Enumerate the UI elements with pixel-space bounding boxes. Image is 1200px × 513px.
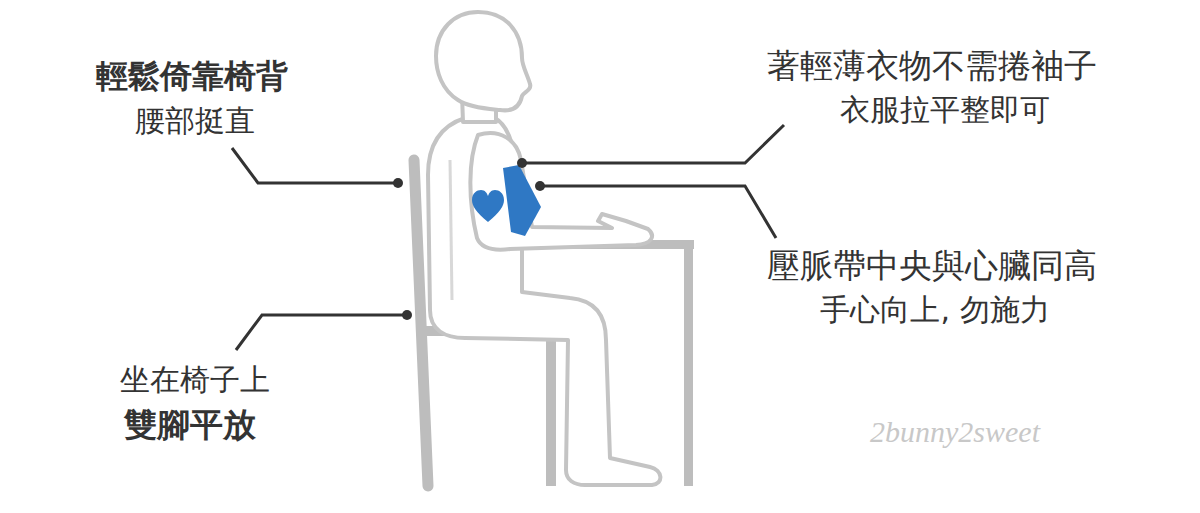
leader-dot [517,158,527,168]
cuff [503,165,541,236]
leader-lines [232,125,784,350]
table-leg [684,240,693,486]
leader-line [540,186,776,238]
callout-label: 雙腳平放 [124,405,256,445]
watermark: 2bunny2sweet [870,414,1040,450]
leader-line [522,125,784,163]
leader-line [232,148,396,183]
heart [472,190,504,222]
head [436,12,530,110]
callout-label: 衣服拉平整即可 [840,92,1050,128]
body-contour [450,160,452,300]
body-outline [428,118,660,485]
leader-dots [393,158,545,320]
callout-label: 手心向上, 勿施力 [820,292,1049,328]
leader-dot [535,181,545,191]
leader-line [236,315,407,350]
person [428,12,660,485]
arm [470,133,652,250]
leader-dot [393,178,403,188]
chair-leg [546,326,556,486]
callout-label: 壓脈帶中央與心臟同高 [767,246,1097,286]
chair-back [414,160,428,486]
callout-label: 輕鬆倚靠椅背 [96,57,288,95]
leader-dot [402,310,412,320]
callout-label: 腰部挺直 [135,103,255,139]
callout-label: 著輕薄衣物不需捲袖子 [767,46,1097,86]
callout-label: 坐在椅子上 [120,362,270,398]
